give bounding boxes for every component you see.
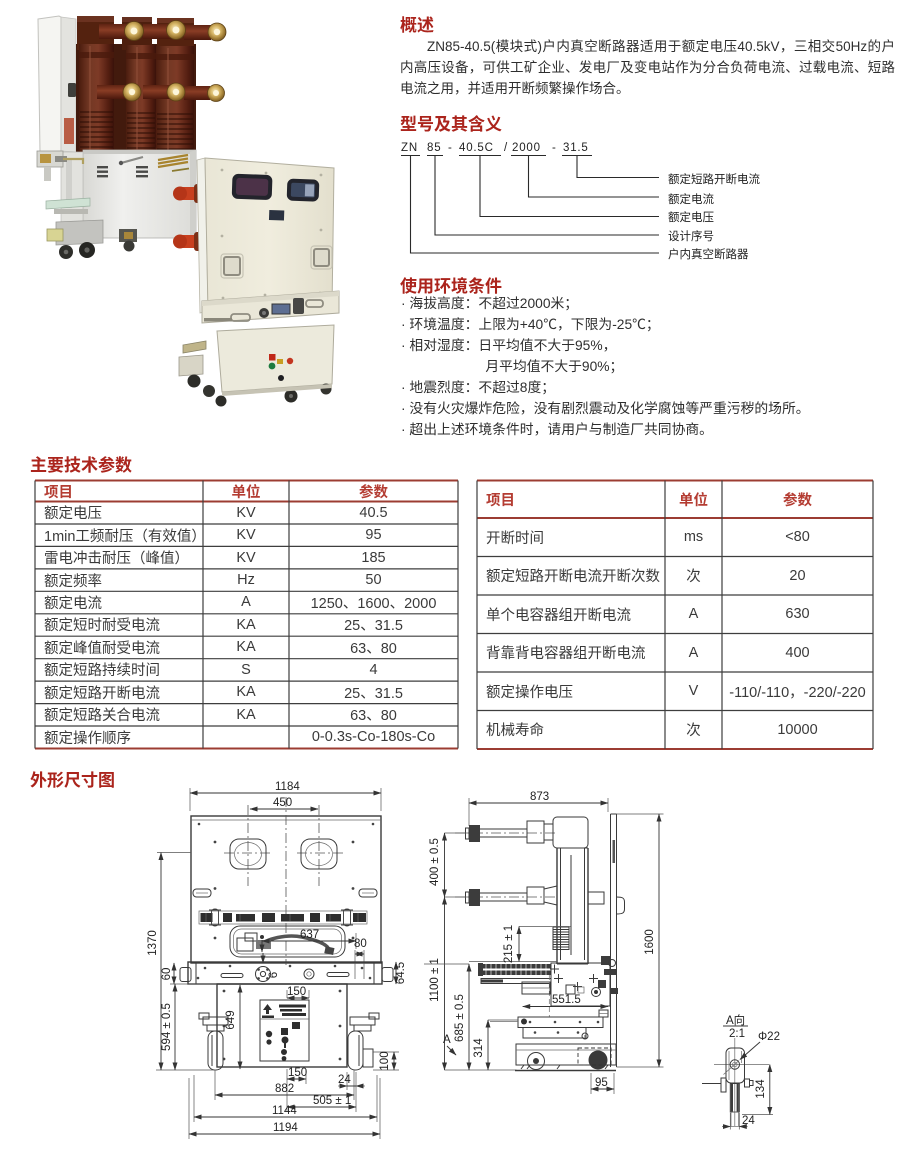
svg-text:1184: 1184 [275, 781, 300, 793]
svg-text:100: 100 [379, 1051, 391, 1070]
svg-text:150: 150 [287, 986, 306, 998]
svg-text:1144: 1144 [272, 1105, 297, 1117]
svg-text:额定电流: 额定电流 [668, 192, 714, 206]
svg-text:594 ± 0.5: 594 ± 0.5 [161, 1003, 173, 1051]
svg-text:额定电压: 额定电压 [668, 210, 714, 224]
svg-text:400 ± 0.5: 400 ± 0.5 [429, 838, 441, 886]
svg-text:551.5: 551.5 [552, 994, 581, 1006]
svg-text:873: 873 [530, 791, 549, 803]
svg-text:-: - [552, 142, 557, 154]
svg-text:80: 80 [354, 938, 367, 950]
svg-text:649: 649 [225, 1010, 237, 1029]
svg-text:6: 6 [268, 972, 280, 978]
svg-text:/: / [504, 142, 508, 154]
svg-text:ZN: ZN [401, 142, 418, 154]
svg-text:设计序号: 设计序号 [668, 229, 714, 243]
svg-text:额定短路开断电流: 额定短路开断电流 [668, 172, 760, 186]
svg-text:1194: 1194 [273, 1122, 298, 1134]
svg-text:2000: 2000 [512, 142, 541, 154]
svg-text:450: 450 [273, 797, 292, 809]
svg-text:户内真空断路器: 户内真空断路器 [668, 247, 749, 261]
svg-text:1600: 1600 [644, 929, 656, 955]
svg-text:2:1: 2:1 [729, 1028, 745, 1040]
svg-text:40.5C: 40.5C [459, 142, 494, 154]
svg-text:1370: 1370 [147, 930, 159, 956]
svg-text:882: 882 [275, 1083, 294, 1095]
svg-text:85: 85 [427, 142, 441, 154]
svg-text:134: 134 [755, 1079, 767, 1099]
svg-text:24: 24 [742, 1115, 755, 1127]
svg-text:685 ± 0.5: 685 ± 0.5 [454, 994, 466, 1042]
svg-text:31.5: 31.5 [563, 142, 589, 154]
svg-text:A向: A向 [726, 1013, 745, 1027]
svg-text:64.5: 64.5 [395, 962, 407, 984]
svg-text:215 ± 1: 215 ± 1 [503, 925, 515, 963]
svg-text:24: 24 [338, 1074, 351, 1086]
svg-text:314: 314 [473, 1038, 485, 1058]
svg-text:-: - [448, 142, 453, 154]
svg-text:A: A [443, 1034, 451, 1046]
svg-text:95: 95 [595, 1077, 608, 1089]
svg-text:1100 ± 1: 1100 ± 1 [429, 958, 441, 1002]
svg-text:150: 150 [288, 1067, 307, 1079]
svg-text:505 ± 1: 505 ± 1 [313, 1095, 351, 1107]
svg-text:Φ22: Φ22 [758, 1031, 780, 1043]
svg-text:60: 60 [161, 968, 173, 981]
svg-text:637: 637 [300, 929, 319, 941]
